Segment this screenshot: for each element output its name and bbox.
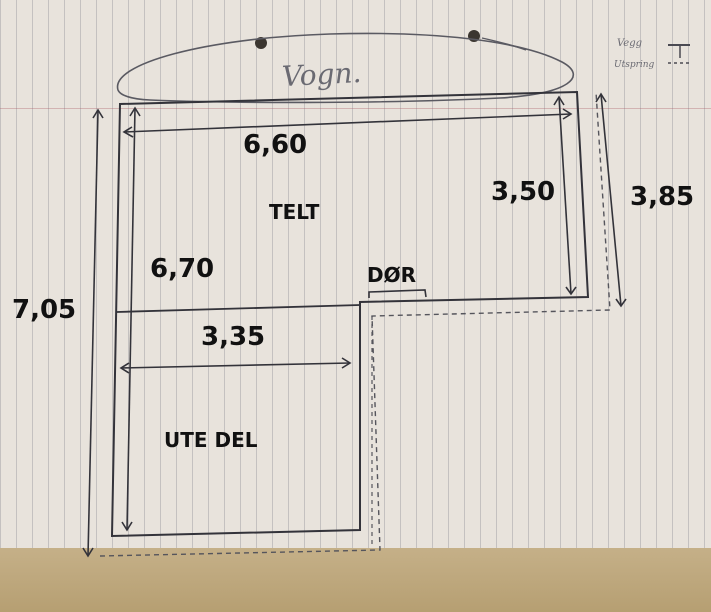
arrowhead — [122, 126, 134, 138]
depth-arrow-outer — [600, 93, 622, 307]
tent-outdoor-divider — [116, 304, 361, 313]
tent-area-label: TELT — [269, 200, 320, 224]
door-marker — [368, 289, 427, 298]
height-arrow-tent — [126, 107, 136, 531]
arrowhead — [565, 286, 577, 296]
arrowhead — [341, 357, 352, 369]
paper-top-margin-line — [0, 108, 711, 109]
door-label: DØR — [367, 263, 417, 287]
arrowhead — [119, 362, 130, 374]
tent-depth-label: 3,50 — [491, 177, 556, 207]
caravan-drawbar — [481, 37, 527, 51]
height-arrow-total — [87, 109, 99, 557]
arrowhead — [562, 108, 573, 120]
outdoor-width-label: 3,35 — [201, 322, 266, 352]
depth-arrow-tent — [558, 96, 572, 295]
outer-depth-label: 3,85 — [630, 182, 695, 212]
arrowhead — [615, 298, 627, 308]
table-surface — [0, 548, 711, 612]
arrowhead — [129, 106, 141, 117]
arrowhead — [92, 108, 104, 119]
legend-protrusion-label: Utspring — [614, 60, 655, 70]
tent-outline — [110, 90, 590, 538]
arrowhead — [121, 521, 133, 532]
arrowhead — [553, 95, 565, 106]
total-height-label: 7,05 — [12, 295, 77, 325]
binder-hole-left — [255, 37, 267, 49]
tent-width-label: 6,60 — [243, 130, 308, 160]
outer-boundary-dashed — [99, 91, 611, 557]
legend-wall-label: Vegg — [617, 38, 643, 49]
tent-height-label: 6,70 — [150, 254, 215, 284]
arrowhead — [82, 547, 94, 558]
arrowhead — [595, 92, 607, 103]
width-arrow-tent — [123, 113, 572, 133]
caravan-handwritten-label: Vogn. — [281, 55, 363, 94]
width-arrow-outdoor — [120, 362, 351, 369]
outdoor-area-label: UTE DEL — [164, 428, 258, 452]
